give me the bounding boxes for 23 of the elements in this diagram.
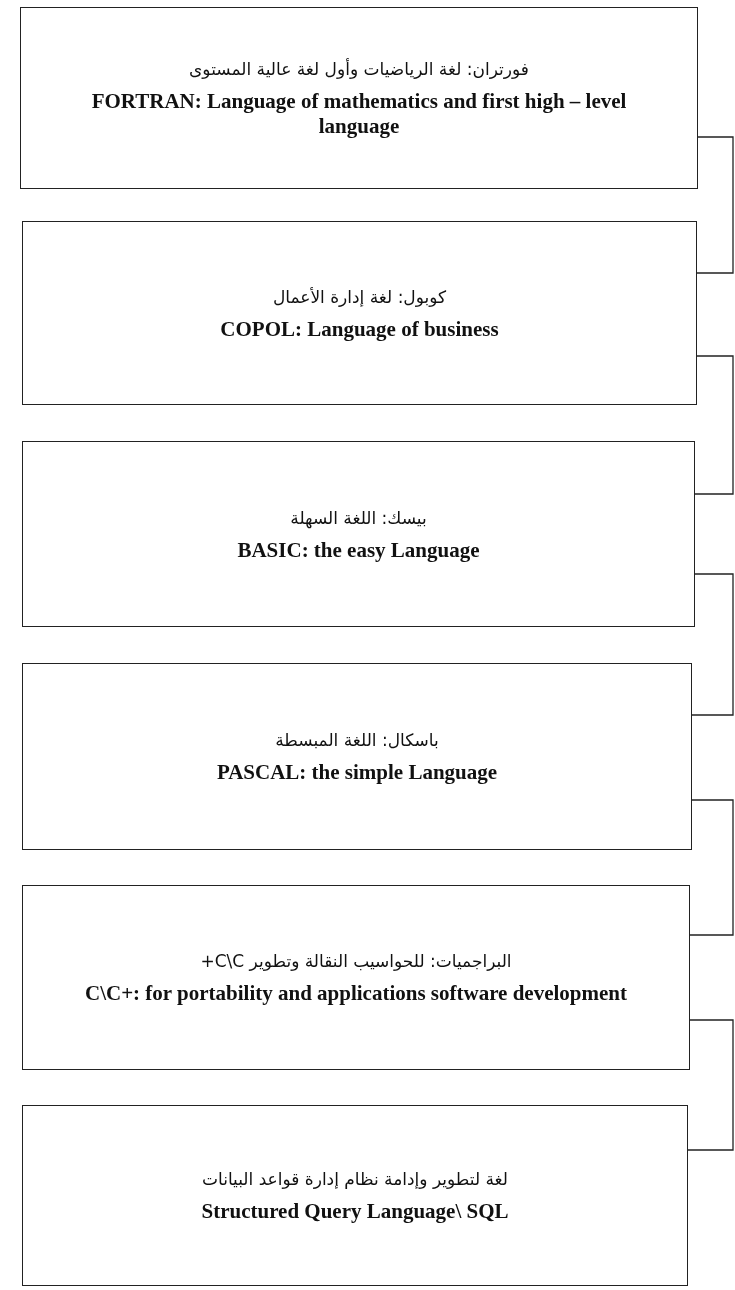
- english-caption: FORTRAN: Language of mathematics and first high – level language: [90, 89, 628, 139]
- english-caption: Structured Query Language\ SQL: [201, 1199, 509, 1224]
- arabic-caption: فورتران: لغة الرياضيات وأول لغة عالية المستوى: [189, 57, 529, 81]
- arabic-caption: باسكال: اللغة المبسطة: [275, 729, 439, 752]
- arabic-caption: كوبول: لغة إدارة الأعمال: [272, 285, 447, 309]
- connector-line: [691, 573, 734, 716]
- text-box: [22, 663, 692, 850]
- text-box: [22, 221, 697, 405]
- arabic-caption: البراجميات: للحواسيب النقالة وتطوير C\C+: [200, 950, 512, 973]
- text-box: [20, 7, 698, 189]
- connector-line: [689, 799, 734, 936]
- english-caption: PASCAL: the simple Language: [216, 760, 498, 785]
- english-caption: COPOL: Language of business: [220, 316, 499, 342]
- text-box: [22, 885, 690, 1070]
- connector-line: [694, 355, 734, 495]
- text-box: [22, 441, 695, 627]
- arabic-caption: لغة لتطوير وإدامة نظام إدارة قواعد البيانات: [202, 1168, 508, 1191]
- connector-line: [696, 136, 734, 274]
- english-caption: BASIC: the easy Language: [237, 537, 480, 563]
- connector-line: [687, 1019, 734, 1151]
- text-box: [22, 1105, 688, 1286]
- english-caption: C\C+: for portability and applications software development: [85, 981, 627, 1006]
- arabic-caption: بيسك: اللغة السهلة: [290, 506, 427, 530]
